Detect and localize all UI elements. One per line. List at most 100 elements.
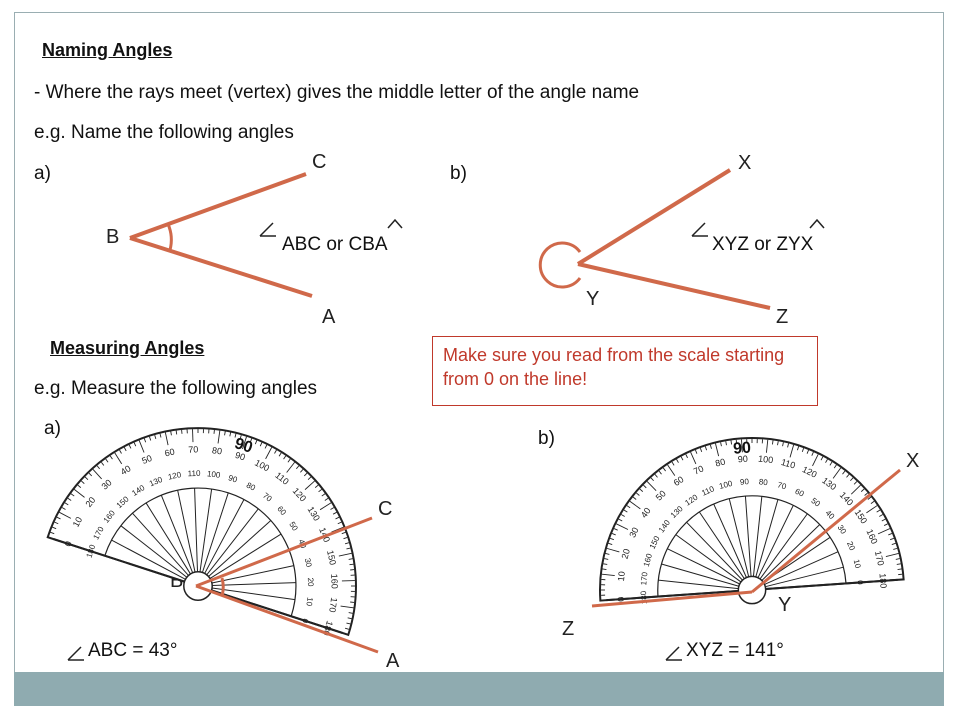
protractor-tick — [601, 599, 615, 601]
protractor-spoke — [199, 488, 213, 572]
protractor-tick — [128, 444, 132, 449]
protractor-outer-number: 150 — [325, 549, 338, 566]
protractor-tick — [662, 467, 666, 472]
naming-b-answer: XYZ or ZYX — [712, 234, 814, 255]
protractor-tick — [52, 526, 57, 530]
naming-b-point-x: X — [738, 152, 752, 174]
measuring-example: e.g. Measure the following angles — [34, 378, 318, 399]
protractor-outer-number: 30 — [627, 526, 640, 539]
protractor-tick — [175, 430, 178, 435]
protractor-tick — [636, 492, 640, 496]
protractor-tick — [772, 440, 774, 445]
protractor-tick — [850, 477, 854, 482]
protractor-tick — [154, 434, 157, 440]
protractor-tick — [876, 509, 881, 513]
protractor-spoke — [752, 496, 763, 577]
protractor-tick — [264, 444, 268, 449]
protractor-tick — [820, 456, 824, 461]
protractor-tick — [787, 443, 789, 448]
protractor-tick — [895, 558, 900, 560]
protractor-inner-number: 80 — [758, 477, 768, 487]
measure-b-ray-yx — [751, 468, 901, 594]
protractor-tick — [777, 441, 779, 446]
measure-b-ray-yz — [591, 590, 753, 608]
protractor-tick — [621, 514, 625, 517]
protractor-tick — [629, 500, 641, 510]
naming-part-b-label: b) — [450, 163, 467, 184]
protractor-tick — [133, 442, 137, 447]
protractor-outer-number: 70 — [692, 463, 705, 476]
protractor-tick — [318, 488, 322, 493]
protractor-spoke — [208, 520, 272, 577]
protractor-outer-number: 20 — [620, 548, 632, 560]
protractor-tick — [50, 531, 55, 535]
protractor-spoke — [120, 525, 188, 578]
protractor-inner-number: 20 — [306, 577, 315, 587]
protractor-tick — [796, 446, 800, 451]
protractor-inner-number: 10 — [304, 597, 314, 608]
protractor-outer-number: 0 — [63, 540, 74, 548]
protractor-tick — [866, 505, 878, 514]
protractor-tick — [891, 542, 896, 546]
protractor-tick — [217, 430, 221, 444]
protractor-tick — [321, 493, 326, 497]
protractor-tick — [616, 523, 629, 530]
protractor-tick — [340, 605, 354, 609]
protractor-outline — [599, 437, 905, 602]
naming-example: e.g. Name the following angles — [34, 122, 294, 143]
protractor-tick — [346, 622, 351, 625]
protractor-tick — [96, 465, 100, 470]
protractor-inner-number: 60 — [794, 487, 806, 499]
protractor-tick — [725, 441, 727, 446]
protractor-tick — [720, 442, 722, 447]
protractor-outer-number: 10 — [71, 515, 85, 529]
protractor-tick — [626, 505, 631, 509]
naming-a-ray-bc — [129, 172, 307, 240]
protractor-spoke — [206, 508, 259, 576]
naming-rule: - Where the rays meet (vertex) gives the… — [34, 82, 640, 103]
protractor-tick — [806, 449, 809, 454]
protractor-inner-number: 120 — [167, 470, 182, 482]
measure-a-point-c: C — [378, 498, 393, 520]
angle-symbol-icon — [67, 646, 84, 661]
protractor-tick — [888, 533, 893, 536]
protractor-tick — [348, 558, 353, 560]
protractor-tick — [109, 455, 113, 460]
protractor-inner-number: 160 — [642, 552, 654, 568]
protractor-tick — [825, 459, 828, 463]
protractor-a: 0102030405060708090100110120130140150160… — [46, 427, 357, 637]
protractor-tick — [234, 433, 237, 438]
protractor-90-label: 90 — [733, 440, 752, 458]
naming-b-point-z: Z — [776, 306, 789, 328]
protractor-tick — [605, 553, 610, 555]
protractor-tick — [283, 455, 287, 460]
protractor-tick — [883, 523, 888, 526]
protractor-tick — [833, 464, 837, 469]
protractor-spoke — [744, 495, 752, 577]
protractor-inner-number: 180 — [639, 590, 649, 604]
measure-a-angle-arc — [220, 577, 225, 597]
protractor-tick — [335, 516, 340, 520]
protractor-tick — [164, 432, 169, 446]
protractor-tick — [119, 449, 122, 454]
protractor-tick — [896, 563, 901, 565]
protractor-tick — [782, 442, 784, 447]
measure-b-answer: XYZ = 141° — [686, 640, 784, 661]
protractor-tick — [801, 447, 805, 453]
naming-b-ray-yx — [576, 168, 732, 266]
protractor-inner-number: 170 — [639, 571, 649, 586]
protractor-tick — [789, 444, 795, 458]
hat-icon — [387, 218, 403, 229]
protractor-tick — [860, 488, 865, 492]
protractor-tick — [242, 436, 247, 450]
protractor-inner-number: 0 — [855, 580, 864, 586]
protractor-outer-number: 50 — [140, 453, 153, 466]
protractor-spoke — [145, 502, 191, 575]
protractor-inner-number: 110 — [188, 469, 202, 478]
protractor-spoke — [713, 503, 747, 578]
protractor-tick — [61, 507, 66, 510]
protractor-inner-number: 100 — [206, 469, 221, 480]
protractor-tick — [604, 558, 609, 560]
protractor-tick — [143, 438, 147, 443]
naming-b-point-y: Y — [586, 288, 600, 310]
